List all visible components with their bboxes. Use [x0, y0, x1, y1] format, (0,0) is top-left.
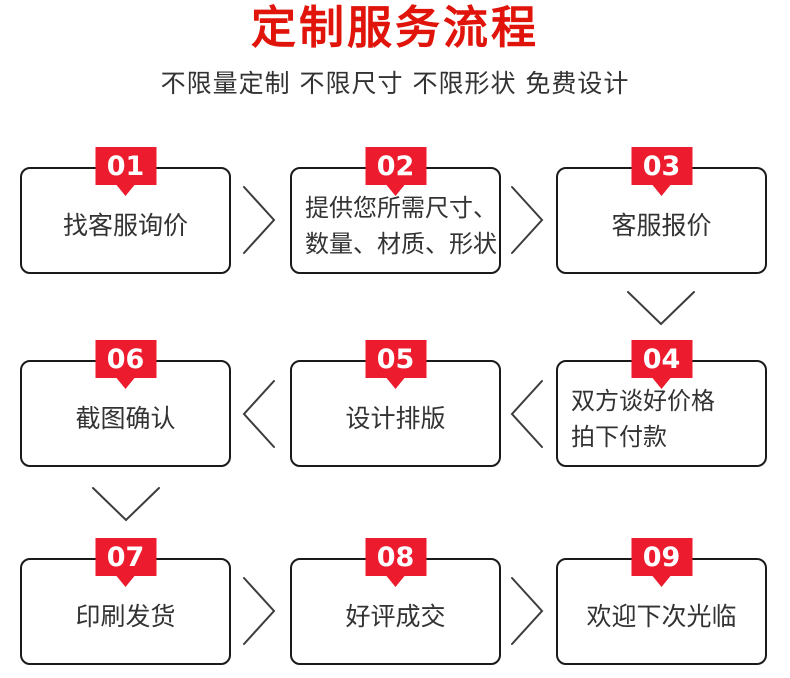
step-box-08: 08 好评成交 [290, 538, 501, 665]
badge-tail-icon [652, 576, 671, 587]
badge-tail-icon [386, 576, 405, 587]
step-number: 09 [642, 541, 681, 573]
step-number: 04 [642, 343, 681, 375]
step-number: 02 [376, 150, 415, 182]
badge-tail-icon [116, 185, 135, 196]
step-number-badge: 08 [365, 538, 426, 587]
step-number: 03 [642, 150, 681, 182]
step-number: 08 [376, 541, 415, 573]
badge-tail-icon [386, 185, 405, 196]
step-number-badge: 05 [365, 340, 426, 389]
step-label: 设计排版 [345, 403, 446, 433]
chevron-left-icon [242, 379, 276, 449]
step-number-badge: 04 [631, 340, 692, 389]
step-label: 双方谈好价格 拍下付款 [571, 386, 715, 451]
step-label: 印刷发货 [75, 601, 176, 631]
chevron-left-icon [510, 379, 544, 449]
step-number-badge: 06 [95, 340, 156, 389]
step-box-04: 04 双方谈好价格 拍下付款 [556, 340, 767, 467]
step-label: 好评成交 [345, 601, 446, 631]
step-number-badge: 09 [631, 538, 692, 587]
chevron-right-icon [242, 185, 276, 255]
step-box-01: 01 找客服询价 [20, 147, 231, 274]
chevron-down-icon [91, 486, 161, 522]
step-number-badge: 01 [95, 147, 156, 196]
step-box-03: 03 客服报价 [556, 147, 767, 274]
page-title: 定制服务流程 [250, 1, 539, 54]
chevron-right-icon [242, 576, 276, 646]
step-label: 提供您所需尺寸、 数量、材质、形状 [305, 193, 497, 258]
step-box-07: 07 印刷发货 [20, 538, 231, 665]
step-box-02: 02 提供您所需尺寸、 数量、材质、形状 [290, 147, 501, 274]
step-number-badge: 02 [365, 147, 426, 196]
step-number: 05 [376, 343, 415, 375]
step-box-06: 06 截图确认 [20, 340, 231, 467]
page-subtitle: 不限量定制 不限尺寸 不限形状 免费设计 [160, 69, 630, 98]
badge-tail-icon [116, 378, 135, 389]
step-box-09: 09 欢迎下次光临 [556, 538, 767, 665]
step-number: 07 [106, 541, 145, 573]
badge-tail-icon [652, 378, 671, 389]
step-number-badge: 07 [95, 538, 156, 587]
badge-tail-icon [652, 185, 671, 196]
step-label: 欢迎下次光临 [586, 601, 737, 631]
step-box-05: 05 设计排版 [290, 340, 501, 467]
step-number: 06 [106, 343, 145, 375]
chevron-right-icon [510, 576, 544, 646]
step-number: 01 [106, 150, 145, 182]
badge-tail-icon [386, 378, 405, 389]
step-label: 客服报价 [611, 210, 712, 240]
step-label: 截图确认 [75, 403, 176, 433]
step-number-badge: 03 [631, 147, 692, 196]
chevron-down-icon [626, 290, 696, 326]
step-label: 找客服询价 [62, 210, 188, 240]
badge-tail-icon [116, 576, 135, 587]
chevron-right-icon [510, 185, 544, 255]
